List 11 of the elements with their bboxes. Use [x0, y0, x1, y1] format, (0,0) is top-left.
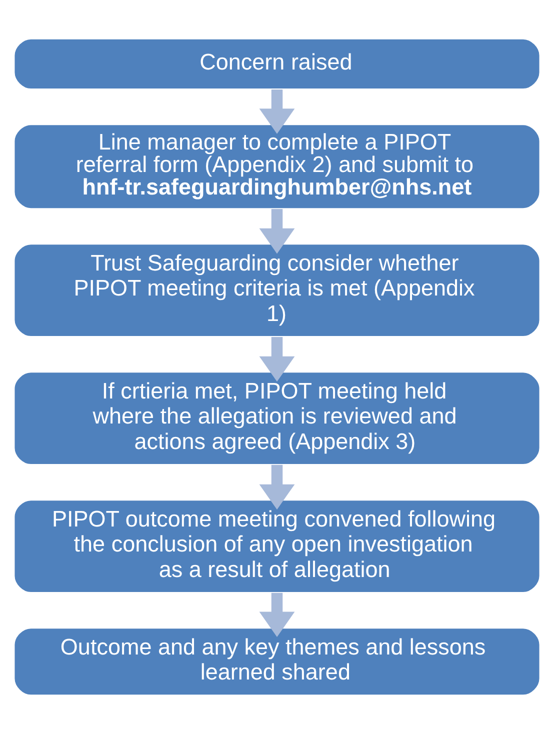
node-box: Outcome and any key themes and lessons learned shared [13, 626, 541, 696]
node-box: Trust Safeguarding consider whether PIPOT meeting criteria is met (Appendix 1) [13, 242, 541, 337]
arrow [259, 89, 295, 134]
arrow [259, 464, 295, 510]
arrow [259, 592, 295, 637]
arrow [259, 208, 295, 254]
node-box: Line manager to complete a PIPOT referral form (Appendix 2) and submit to hnf-tr.safeguardinghumber@nhs.net [13, 123, 541, 209]
node-box: If crtieria met, PIPOT meeting held where the allegation is reviewed and actions agreed (Appendix 3) [13, 370, 541, 465]
arrow [259, 336, 295, 382]
node-box: PIPOT outcome meeting convened following the conclusion of any open investigation as a result of allegation [13, 498, 541, 593]
node-box: Concern raised [13, 37, 541, 90]
